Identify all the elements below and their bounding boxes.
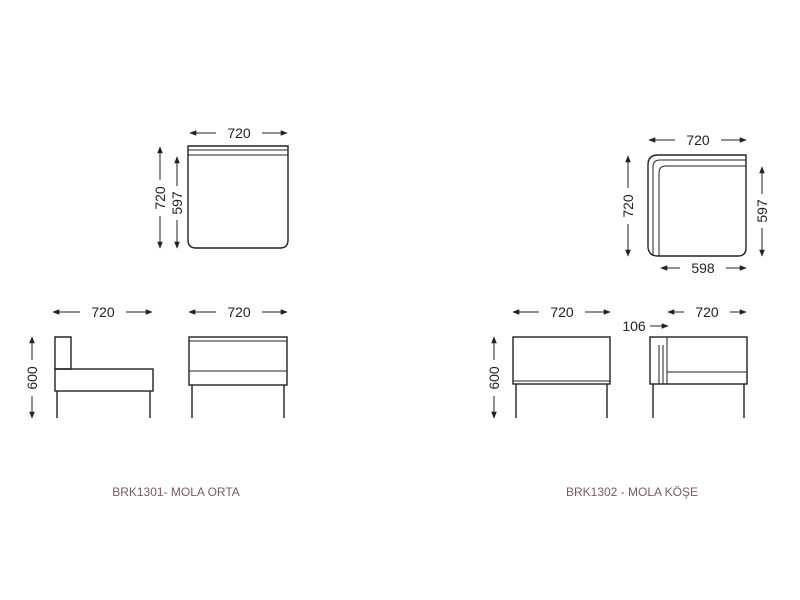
kose-front-view: 720 600: [485, 304, 611, 419]
orta-front-view: 720: [188, 304, 288, 418]
kose-caption: BRK1302 - MOLA KÖŞE: [566, 485, 698, 499]
orta-side-view: 720 600: [23, 304, 154, 419]
orta-top-width-label: 720: [227, 125, 251, 141]
kose-top-depth-label: 720: [620, 194, 636, 218]
kose-front-width-label: 720: [550, 304, 574, 320]
kose-side-view: 720 106: [622, 304, 748, 418]
kose-top-seat-width-label: 598: [691, 260, 715, 276]
kose-top-view: 720 720 597 598: [619, 132, 771, 276]
kose-top-width-label: 720: [686, 132, 710, 148]
orta-front-width-label: 720: [227, 304, 251, 320]
orta-top-view: 720 720 597: [151, 125, 289, 249]
kose-front-height-label: 600: [486, 366, 502, 390]
kose-side-arm-label: 106: [622, 318, 646, 334]
orta-top-depth-label: 720: [152, 186, 168, 210]
orta-top-seat-depth-label: 597: [169, 191, 185, 215]
kose-side-width-label: 720: [695, 304, 719, 320]
orta-side-width-label: 720: [91, 304, 115, 320]
orta-side-height-label: 600: [24, 366, 40, 390]
kose-top-seat-depth-label: 597: [754, 199, 770, 223]
orta-caption: BRK1301- MOLA ORTA: [112, 485, 240, 499]
